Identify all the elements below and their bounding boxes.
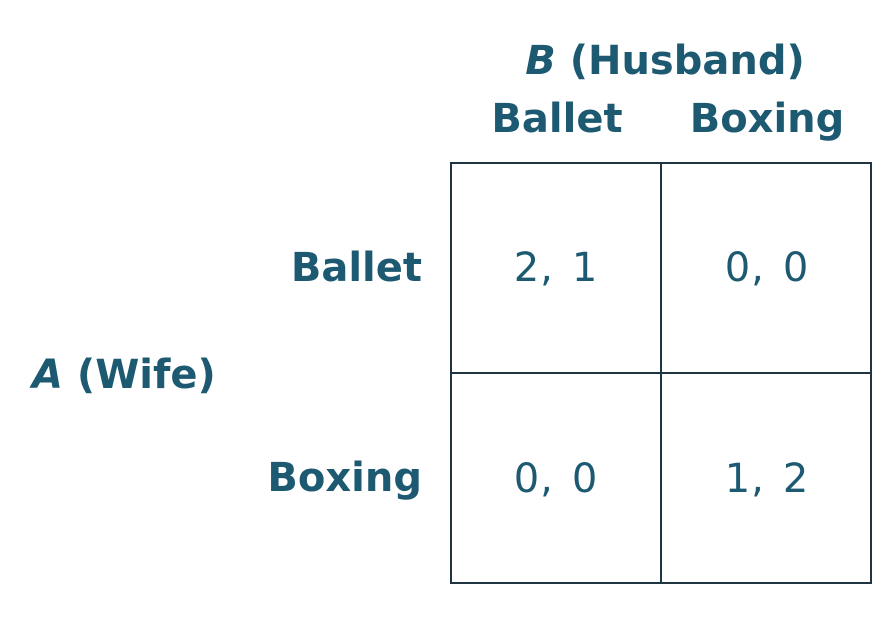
- row-strategy-ballet: Ballet: [290, 245, 422, 291]
- payoff-cell-ballet-boxing: 0, 0: [662, 164, 872, 374]
- payoff-wife: 0: [724, 245, 752, 291]
- payoff-husband: 0: [571, 456, 599, 502]
- payoff-husband: 2: [782, 456, 810, 502]
- payoff-husband: 0: [782, 245, 810, 291]
- row-player-heading: A (Wife): [32, 352, 216, 398]
- row-player-letter: A: [32, 352, 63, 398]
- payoff-husband: 1: [571, 245, 599, 291]
- payoff-cell-boxing-boxing: 1, 2: [724, 456, 810, 502]
- payoff-wife: 2: [513, 245, 541, 291]
- payoff-cell-boxing-ballet: 0, 0: [452, 374, 662, 584]
- payoff-cell-ballet-ballet: 2, 1: [452, 164, 662, 374]
- payoff-wife: 1: [724, 456, 752, 502]
- column-strategy-ballet: Ballet: [491, 96, 623, 142]
- column-player-letter: B: [525, 38, 556, 84]
- row-player-label: (Wife): [76, 352, 216, 398]
- column-player-label: (Husband): [569, 38, 805, 84]
- payoff-wife: 0: [513, 456, 541, 502]
- column-strategy-boxing: Boxing: [689, 96, 845, 142]
- column-player-heading: B (Husband): [0, 38, 896, 84]
- row-strategy-boxing: Boxing: [267, 455, 422, 501]
- payoff-matrix: 2, 1 0, 0 0, 0 1, 2: [450, 162, 872, 584]
